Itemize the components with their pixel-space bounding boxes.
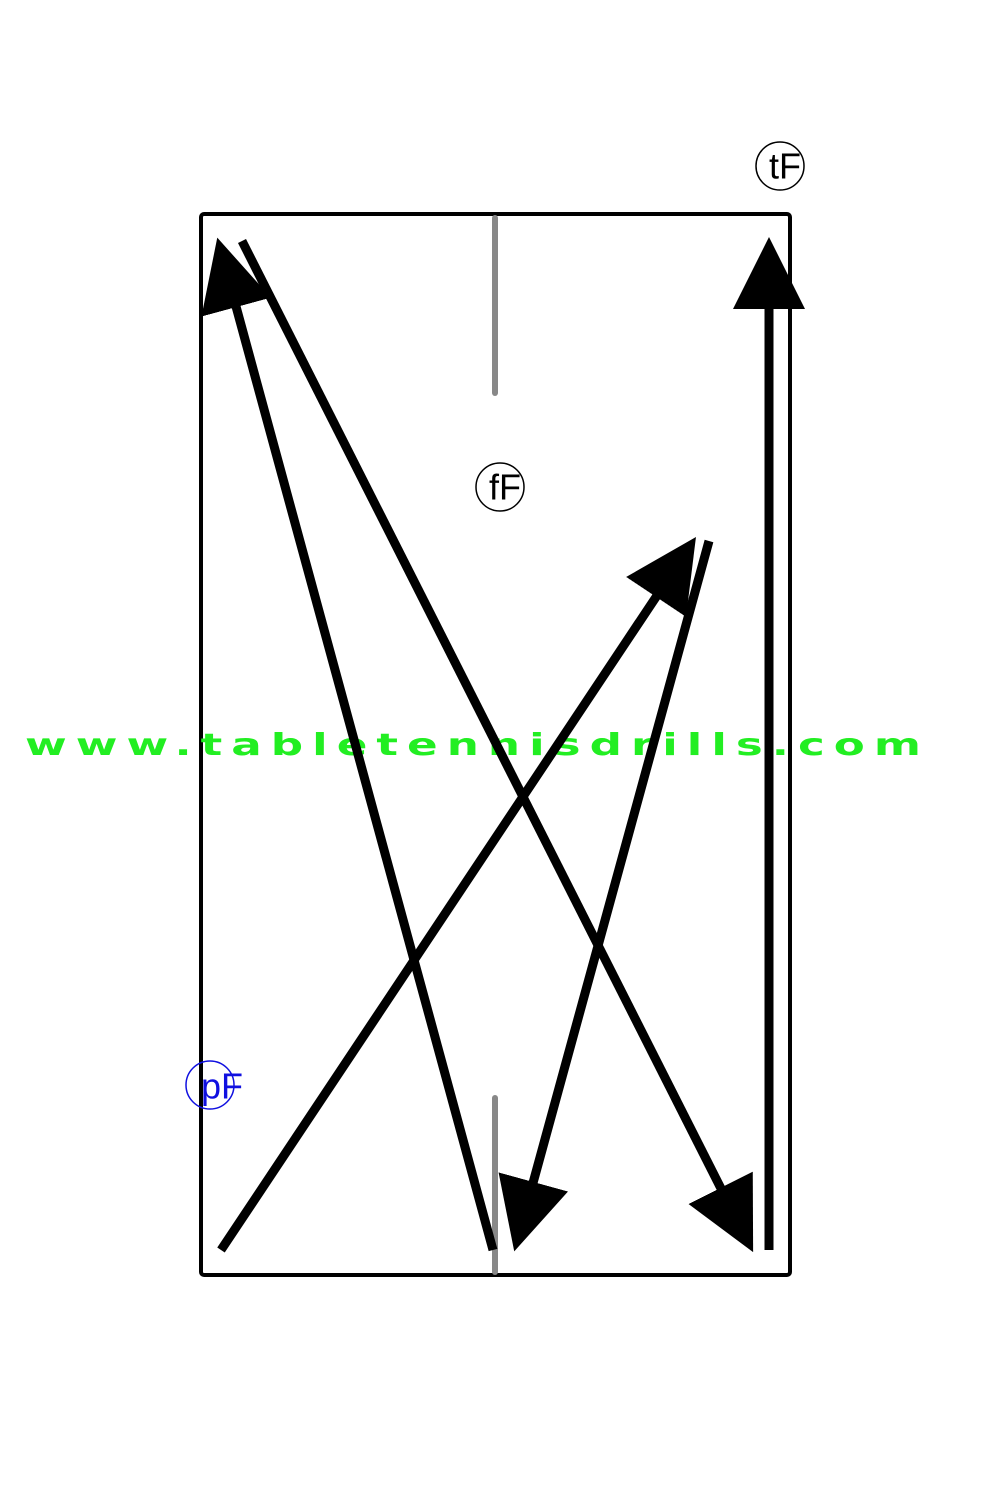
player-tf-circle: [755, 141, 805, 191]
player-pf-label: pF: [201, 1066, 243, 1107]
watermark-text: www.tabletennisdrills.com: [25, 728, 930, 763]
player-marker-tf: tF: [755, 141, 805, 191]
table-outline: [199, 212, 792, 1277]
ball-path-arrows: [201, 237, 805, 1253]
arrow-bottom-left-to-right-mid: [217, 537, 696, 1253]
arrow-bottom-center-to-top-left: [201, 237, 498, 1252]
arrow-top-left-to-bottom-right: [237, 238, 754, 1253]
player-marker-ff: fF: [475, 462, 525, 512]
player-pf-circle: [185, 1060, 235, 1110]
player-tf-label: tF: [769, 146, 801, 187]
player-marker-pf: pF: [185, 1060, 243, 1110]
player-ff-label: fF: [489, 467, 521, 508]
arrow-right-mid-to-bottom-center: [498, 539, 714, 1252]
player-ff-circle: [475, 462, 525, 512]
